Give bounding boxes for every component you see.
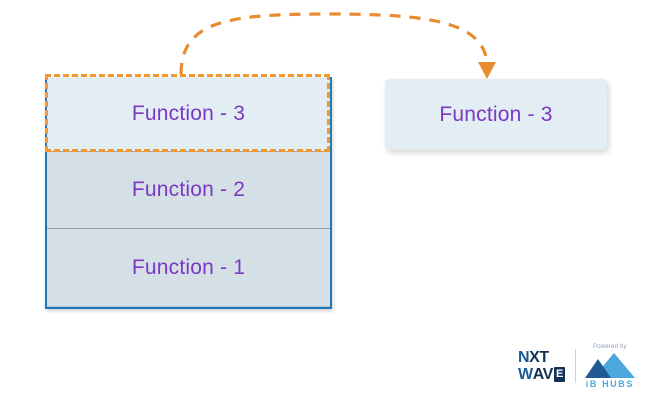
stack-frame-label-2: Function - 2 [131,178,246,201]
arrow-path [179,12,489,75]
logo-divider [574,349,576,383]
popped-frame-box[interactable]: Function - 3 [385,79,607,150]
nxtwave-logo-e-badge: E [553,367,565,382]
arrow-head-icon [478,62,496,79]
stack-frame-label-1: Function - 1 [131,255,246,279]
mountain-small-shape [584,358,611,378]
stack-frame-label-3: Function - 3 [131,102,246,125]
ibhubs-logo: Powered by iB HUBS [584,344,636,389]
call-stack: Function - 3 Function - 2 Function - 1 [45,77,332,309]
mountain-icon [584,352,636,378]
nxtwave-logo-xt: XT [529,348,549,366]
popped-frame-label: Function - 3 [439,102,553,126]
nxtwave-logo-n: N [518,348,530,366]
nxtwave-logo-av: AV [532,365,554,383]
ibhubs-wordmark: iB HUBS [585,378,634,389]
nxtwave-logo-w: W [518,365,533,383]
stack-frame-function-3[interactable]: Function - 3 [47,77,330,152]
powered-by-label: Powered by [593,343,627,350]
stack-frame-function-2[interactable]: Function - 2 [47,152,330,229]
stack-frame-function-1[interactable]: Function - 1 [47,229,330,307]
